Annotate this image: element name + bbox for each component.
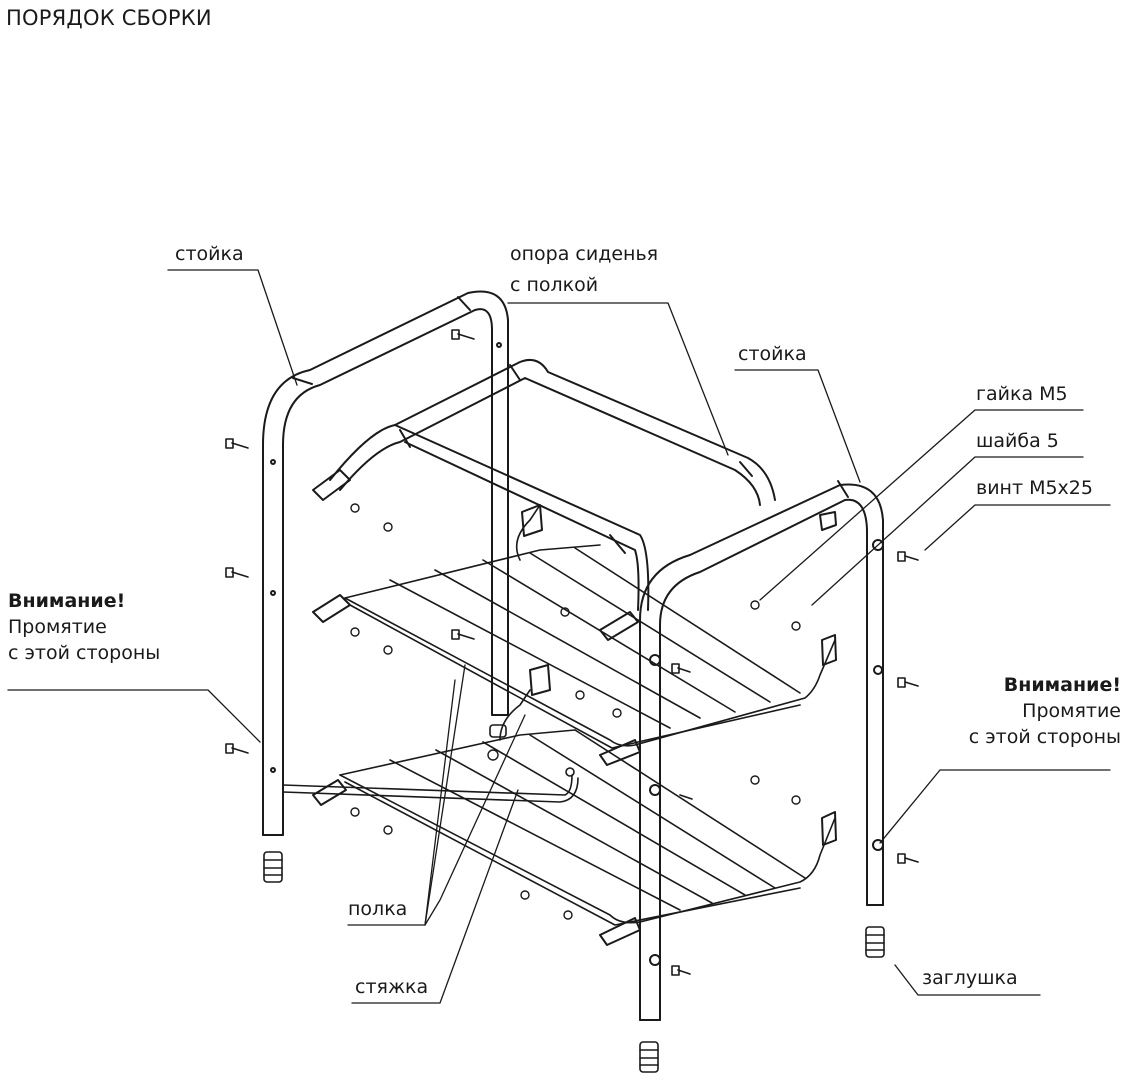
- label-post-left: стойка: [175, 243, 244, 265]
- label-shelf: полка: [348, 898, 408, 920]
- label-plug: заглушка: [922, 967, 1018, 989]
- lower-shelf: [339, 689, 836, 926]
- warning-left: Внимание! Промятие с этой стороны: [8, 590, 160, 664]
- left-post-frame: [262, 290, 509, 836]
- warning-right-line1: Промятие: [1022, 700, 1121, 722]
- nuts-and-washers: [350, 503, 801, 920]
- warning-right-heading: Внимание!: [1003, 674, 1121, 696]
- warning-left-line2: с этой стороны: [8, 642, 161, 664]
- label-seat-support-line1: опора сиденья: [510, 243, 659, 265]
- mounting-tabs: [312, 469, 837, 946]
- warning-left-heading: Внимание!: [8, 590, 126, 612]
- warning-left-line1: Промятие: [8, 616, 107, 638]
- plugs: [263, 724, 885, 1073]
- seat-support-frame: [329, 359, 776, 611]
- label-washer: шайба 5: [976, 430, 1059, 452]
- warning-right-line2: с этой стороны: [968, 726, 1121, 748]
- warning-right: Внимание! Промятие с этой стороны: [969, 674, 1121, 748]
- label-screw: винт М5х25: [976, 477, 1093, 499]
- label-nut: гайка М5: [976, 383, 1068, 405]
- label-seat-support-line2: с полкой: [510, 274, 599, 296]
- tie-rod: [282, 767, 579, 803]
- label-tie: стяжка: [355, 976, 429, 998]
- page-title: ПОРЯДОК СБОРКИ: [6, 6, 212, 30]
- right-post-frame: [639, 480, 884, 1021]
- screws: [225, 329, 919, 976]
- label-post-right: стойка: [738, 343, 807, 365]
- upper-shelf: [344, 504, 836, 749]
- leader-lines: [7, 269, 1111, 1004]
